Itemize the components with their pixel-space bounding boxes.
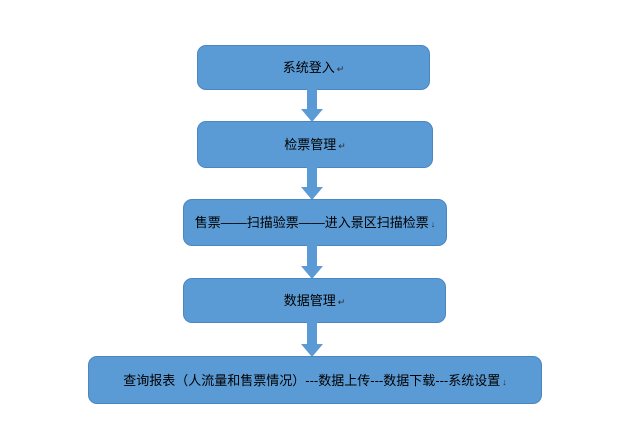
down-arrow-icon — [301, 322, 323, 357]
flow-node-data-management: 数据管理↵ — [183, 278, 446, 323]
flow-node-system-login: 系统登入↵ — [197, 45, 430, 90]
line-break-mark-icon: ↵ — [337, 297, 346, 307]
flow-node-label: 售票——扫描验票——进入景区扫描检票 — [194, 215, 429, 230]
down-arrow-icon — [301, 89, 323, 122]
arrow-stem — [307, 89, 317, 109]
flow-node-reports-and-settings: 查询报表（人流量和售票情况）---数据上传---数据下载---系统设置↓ — [88, 356, 542, 404]
arrow-head — [301, 109, 323, 122]
flow-node-label: 检票管理 — [284, 137, 337, 152]
flow-node-ticketing-process: 售票——扫描验票——进入景区扫描检票↓ — [183, 199, 447, 246]
arrow-stem — [307, 167, 317, 187]
flow-node-label: 查询报表（人流量和售票情况）---数据上传---数据下载---系统设置 — [123, 372, 501, 388]
arrow-stem — [307, 245, 317, 266]
arrow-head — [301, 344, 323, 357]
arrow-stem — [307, 322, 317, 344]
arrow-head — [301, 266, 323, 279]
line-break-mark-icon: ↓ — [430, 219, 436, 229]
flow-node-label: 数据管理 — [283, 293, 336, 308]
line-break-mark-icon: ↵ — [338, 141, 346, 151]
line-break-mark-icon: ↓ — [502, 376, 507, 387]
arrow-head — [301, 187, 323, 200]
down-arrow-icon — [301, 245, 323, 279]
line-break-mark-icon: ↵ — [336, 64, 345, 74]
flow-node-label: 系统登入 — [282, 60, 335, 75]
flow-node-ticket-check-management: 检票管理↵ — [197, 121, 433, 168]
down-arrow-icon — [301, 167, 323, 200]
